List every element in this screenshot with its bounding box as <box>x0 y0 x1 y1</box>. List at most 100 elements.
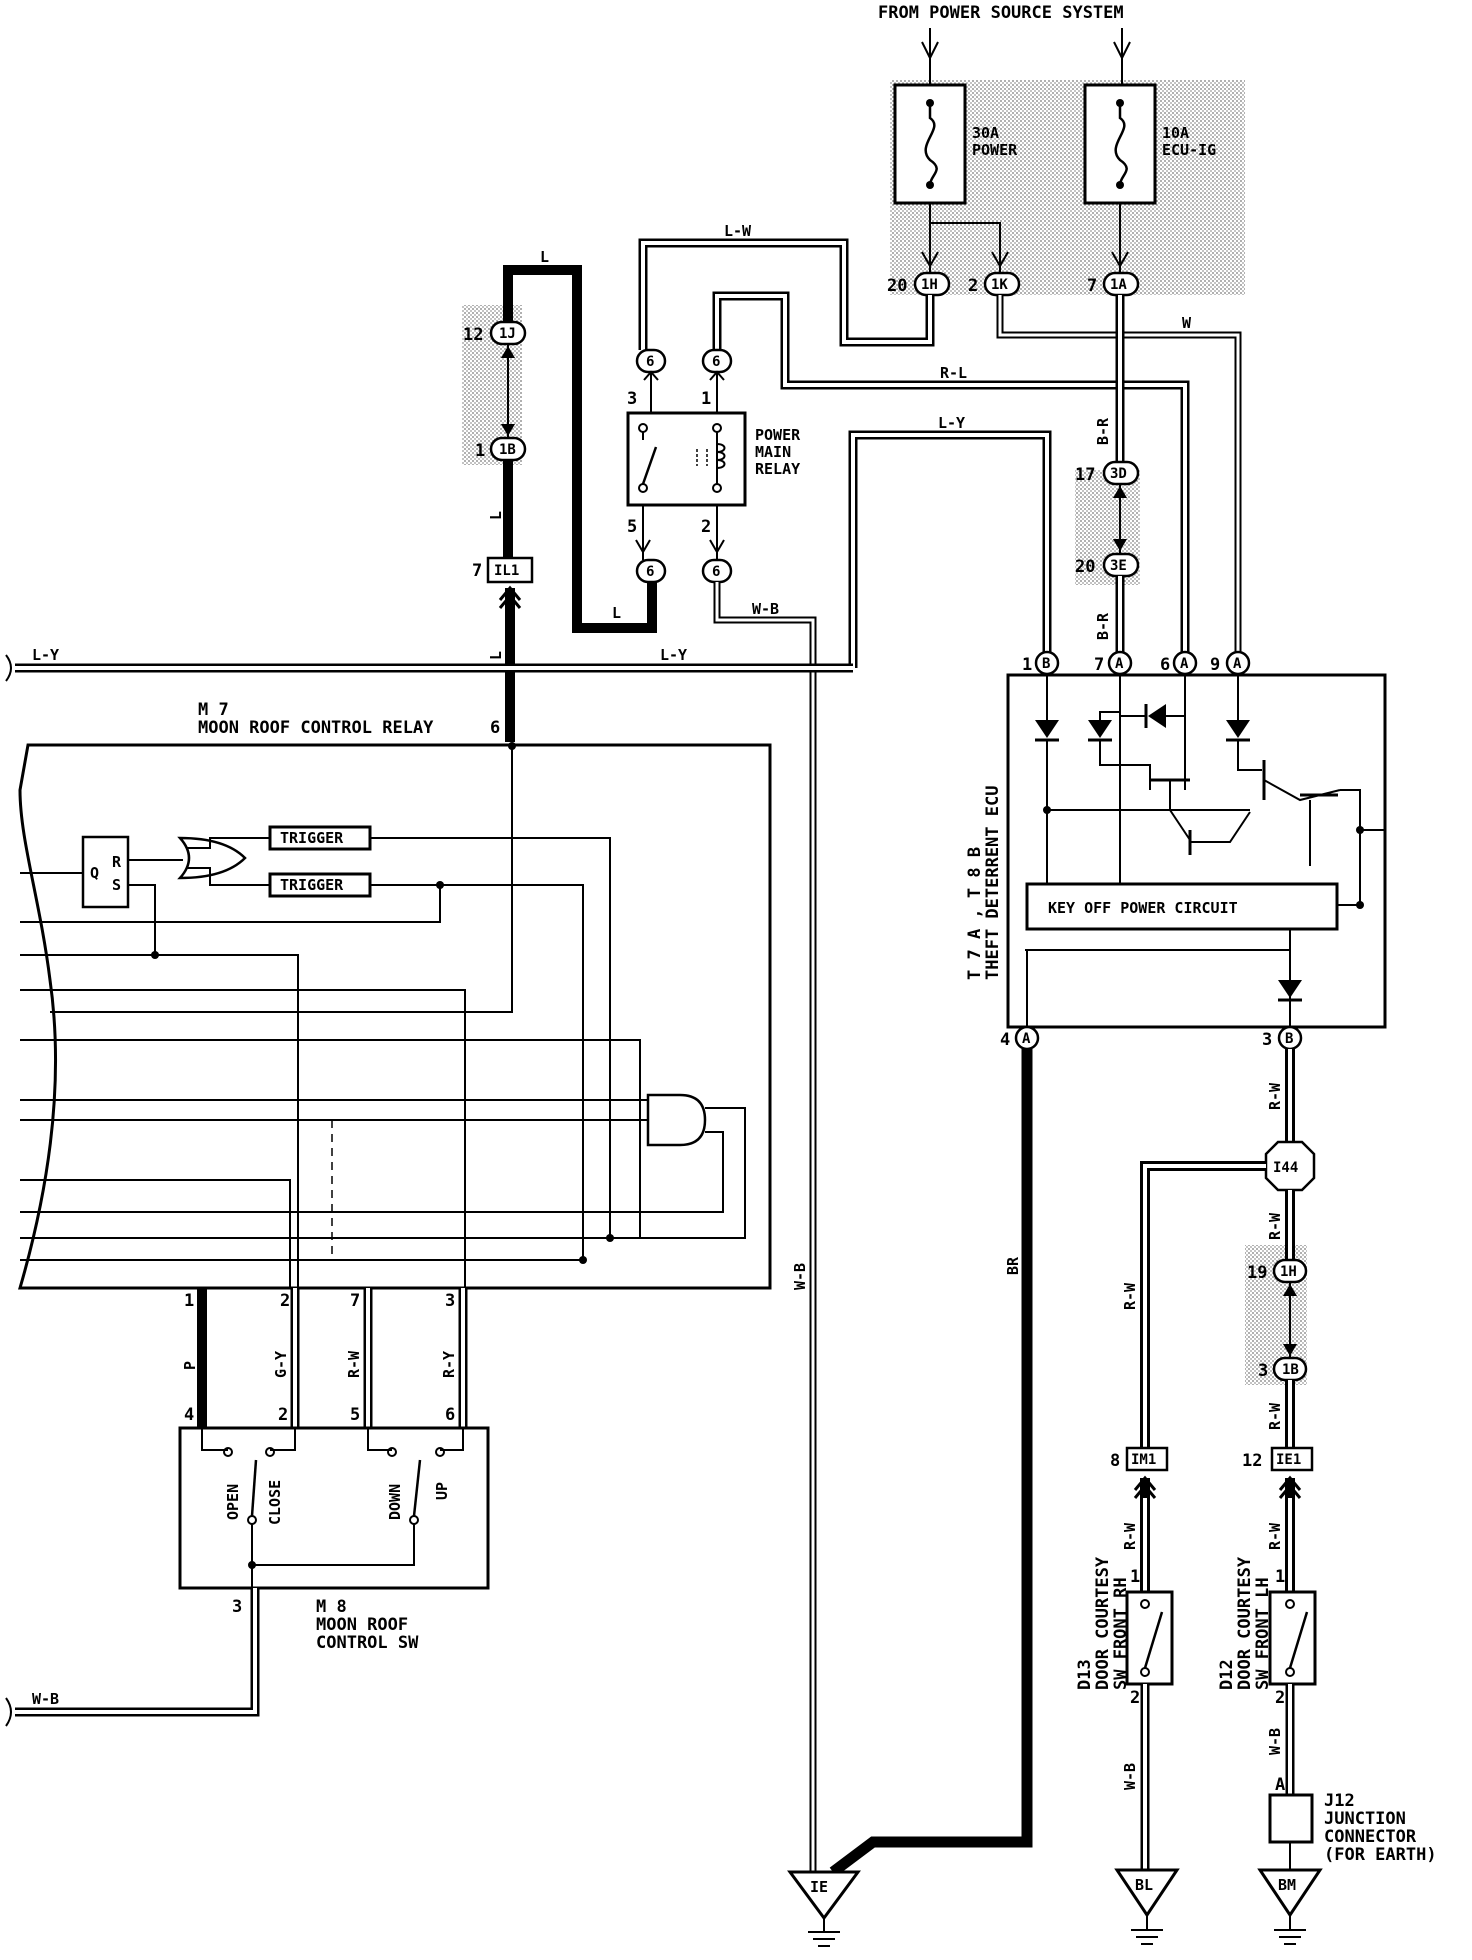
svg-text:W-B: W-B <box>32 1690 59 1708</box>
svg-text:L-Y: L-Y <box>660 646 687 664</box>
svg-text:IE: IE <box>810 1878 828 1896</box>
connector-6-c: 6 <box>635 558 667 584</box>
svg-text:W: W <box>1182 314 1192 332</box>
flip-flop <box>81 835 130 909</box>
svg-text:THEFT DETERRENT ECU: THEFT DETERRENT ECU <box>983 786 1003 980</box>
svg-text:L-Y: L-Y <box>938 414 965 432</box>
connector-6-d: 6 <box>701 558 733 584</box>
svg-text:1: 1 <box>1022 655 1032 675</box>
svg-text:7: 7 <box>472 561 482 581</box>
connector-1h-top: 1H <box>913 271 951 297</box>
ecu-connector-9a: A <box>1225 650 1251 676</box>
svg-text:Q: Q <box>90 864 99 882</box>
svg-text:9: 9 <box>1210 655 1220 675</box>
svg-text:R-W: R-W <box>1266 1082 1284 1110</box>
junction-connector-j12 <box>1268 1793 1314 1844</box>
svg-text:4: 4 <box>1000 1030 1010 1050</box>
svg-text:L: L <box>487 651 505 660</box>
source-label: FROM POWER SOURCE SYSTEM <box>878 3 1124 23</box>
svg-text:MOON ROOF: MOON ROOF <box>316 1615 408 1635</box>
door-courtesy-sw-front-lh <box>1268 1590 1317 1686</box>
svg-text:D12: D12 <box>1217 1659 1237 1690</box>
svg-text:5: 5 <box>627 517 637 537</box>
connector-1a: 1A <box>1102 271 1140 297</box>
svg-text:1: 1 <box>1130 1567 1140 1587</box>
svg-text:S: S <box>112 876 121 894</box>
svg-text:POWER: POWER <box>972 141 1018 159</box>
svg-text:19: 19 <box>1247 1263 1267 1283</box>
svg-text:IM1: IM1 <box>1131 1452 1156 1468</box>
svg-text:W-B: W-B <box>752 600 779 618</box>
svg-text:1: 1 <box>701 389 711 409</box>
svg-text:1J: 1J <box>499 326 516 342</box>
svg-text:TRIGGER: TRIGGER <box>280 876 344 894</box>
svg-text:R-L: R-L <box>940 364 967 382</box>
svg-text:DOOR COURTESY: DOOR COURTESY <box>1093 1556 1113 1690</box>
svg-text:RELAY: RELAY <box>755 460 800 478</box>
ground-ie: IE <box>787 1870 861 1947</box>
svg-text:5: 5 <box>350 1405 360 1425</box>
svg-text:MOON ROOF CONTROL RELAY: MOON ROOF CONTROL RELAY <box>198 718 434 738</box>
svg-text:L-Y: L-Y <box>32 646 59 664</box>
svg-text:P: P <box>181 1361 199 1370</box>
svg-text:R-W: R-W <box>345 1350 363 1378</box>
connector-3e: 3E <box>1102 552 1140 578</box>
svg-text:3: 3 <box>1258 1361 1268 1381</box>
svg-text:3D: 3D <box>1110 466 1127 482</box>
svg-text:R-W: R-W <box>1266 1522 1284 1550</box>
svg-text:(FOR EARTH): (FOR EARTH) <box>1324 1845 1437 1865</box>
svg-text:R-W: R-W <box>1266 1212 1284 1240</box>
ground-bl: BL <box>1114 1868 1180 1945</box>
svg-text:7: 7 <box>350 1291 360 1311</box>
ecu-connector-6a: A <box>1172 650 1198 676</box>
moon-roof-control-relay: Q R S TRIGGER TRIGGER <box>18 742 772 1290</box>
ecu-connector-4a: A <box>1014 1025 1040 1051</box>
svg-text:CONTROL SW: CONTROL SW <box>316 1633 419 1653</box>
svg-text:SW FRONT LH: SW FRONT LH <box>1253 1577 1273 1690</box>
svg-text:3E: 3E <box>1110 558 1127 574</box>
ground-bm: BM <box>1257 1868 1323 1945</box>
svg-text:A: A <box>1115 656 1124 672</box>
svg-text:20: 20 <box>887 276 907 296</box>
svg-text:1: 1 <box>475 441 485 461</box>
svg-text:1B: 1B <box>499 442 516 458</box>
ecu-connector-7a: A <box>1107 650 1133 676</box>
svg-text:2: 2 <box>701 517 711 537</box>
svg-text:G-Y: G-Y <box>272 1351 290 1378</box>
svg-text:B: B <box>1042 656 1050 672</box>
svg-text:OPEN: OPEN <box>224 1484 242 1520</box>
svg-text:BM: BM <box>1278 1876 1296 1894</box>
svg-text:7: 7 <box>1087 276 1097 296</box>
svg-text:2: 2 <box>968 276 978 296</box>
svg-text:B: B <box>1285 1031 1293 1047</box>
connector-6-b: 6 <box>701 348 733 374</box>
svg-text:1H: 1H <box>921 277 938 293</box>
svg-text:4: 4 <box>184 1405 194 1425</box>
svg-text:6: 6 <box>1160 655 1170 675</box>
svg-text:6: 6 <box>490 718 500 738</box>
connector-1b-left: 1B <box>489 436 527 462</box>
svg-text:T 7 A , T 8 B: T 7 A , T 8 B <box>965 847 985 980</box>
svg-text:BR: BR <box>1004 1256 1022 1275</box>
svg-text:L: L <box>612 604 621 622</box>
ecu-connector-3b: B <box>1277 1025 1303 1051</box>
svg-text:IE1: IE1 <box>1276 1452 1301 1468</box>
svg-text:3: 3 <box>627 389 637 409</box>
connector-ie1: IE1 <box>1270 1446 1314 1472</box>
connector-6-a: 6 <box>635 348 667 374</box>
svg-text:3: 3 <box>445 1291 455 1311</box>
svg-text:CLOSE: CLOSE <box>266 1480 284 1525</box>
svg-text:DOOR COURTESY: DOOR COURTESY <box>1235 1556 1255 1690</box>
svg-text:CONNECTOR: CONNECTOR <box>1324 1827 1417 1847</box>
theft-deterrent-ecu: KEY OFF POWER CIRCUIT <box>1006 673 1387 1038</box>
svg-text:6: 6 <box>712 354 720 370</box>
ecu-connector-1b: B <box>1034 650 1060 676</box>
svg-text:1H: 1H <box>1280 1264 1297 1280</box>
svg-text:A: A <box>1233 656 1242 672</box>
svg-text:1K: 1K <box>991 277 1008 293</box>
connector-im1: IM1 <box>1125 1446 1169 1472</box>
connector-3d: 3D <box>1102 460 1140 486</box>
svg-text:6: 6 <box>646 564 654 580</box>
svg-text:7: 7 <box>1094 655 1104 675</box>
